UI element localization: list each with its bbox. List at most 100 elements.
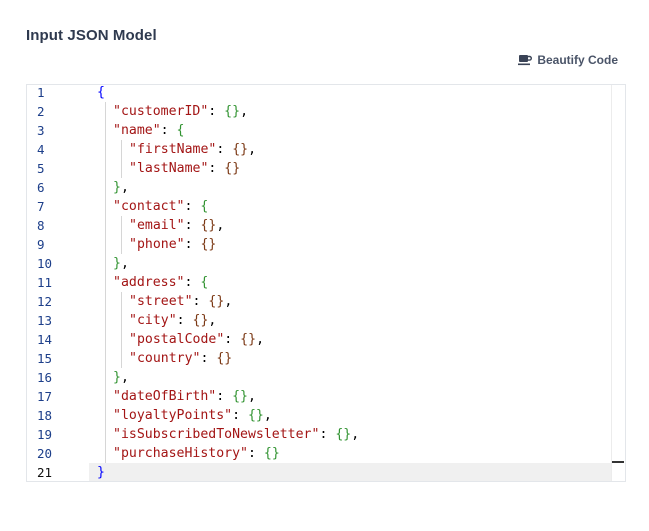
code-line: "contact": { (89, 197, 611, 216)
line-number: 17 (37, 389, 53, 404)
code-token: { (200, 199, 209, 214)
code-token: {} (240, 332, 257, 347)
code-token: , (120, 180, 129, 195)
code-token: { (97, 85, 105, 100)
line-number: 21 (37, 465, 53, 480)
code-line: "isSubscribedToNewsletter": {}, (89, 425, 611, 444)
code-token: : (208, 161, 225, 176)
line-number: 3 (37, 123, 45, 138)
code-token: "address" (113, 275, 185, 290)
code-line: "customerID": {}, (89, 102, 611, 121)
indent-guide (121, 292, 122, 368)
beautify-code-label: Beautify Code (537, 53, 618, 67)
line-number: 10 (37, 256, 53, 271)
code-token: {} (192, 313, 209, 328)
line-number: 12 (37, 294, 53, 309)
line-number: 20 (37, 446, 53, 461)
code-line: "lastName": {} (89, 159, 611, 178)
code-token: {} (200, 218, 217, 233)
code-token: {} (247, 408, 264, 423)
code-token: {} (208, 294, 225, 309)
vertical-scrollbar[interactable] (611, 85, 625, 481)
line-number: 2 (37, 104, 45, 119)
code-token: , (240, 104, 249, 119)
code-token: : (184, 218, 201, 233)
code-token: { (200, 275, 209, 290)
code-token: "postalCode" (129, 332, 225, 347)
beautify-code-button[interactable]: Beautify Code (518, 53, 618, 67)
code-token: "dateOfBirth" (113, 389, 217, 404)
code-token: { (176, 123, 185, 138)
code-token: {} (335, 427, 352, 442)
code-line: "purchaseHistory": {} (89, 444, 611, 463)
line-number: 4 (37, 142, 45, 157)
code-token: , (208, 313, 217, 328)
line-number: 14 (37, 332, 53, 347)
line-number: 9 (37, 237, 45, 252)
code-line: "phone": {} (89, 235, 611, 254)
code-token: : (216, 389, 233, 404)
code-line: "loyaltyPoints": {}, (89, 406, 611, 425)
code-token: "name" (113, 123, 161, 138)
line-number: 13 (37, 313, 53, 328)
code-token: , (351, 427, 360, 442)
code-line: "country": {} (89, 349, 611, 368)
code-token: "customerID" (113, 104, 209, 119)
code-token: : (184, 199, 201, 214)
code-token: "firstName" (129, 142, 217, 157)
code-token: "purchaseHistory" (113, 446, 248, 461)
code-token: "phone" (129, 237, 185, 252)
code-line: }, (89, 254, 611, 273)
line-number: 1 (37, 85, 45, 100)
code-token: , (216, 218, 225, 233)
code-token: , (224, 294, 233, 309)
code-token: {} (232, 142, 249, 157)
line-number: 15 (37, 351, 53, 366)
code-token: "street" (129, 294, 193, 309)
line-number: 19 (37, 427, 53, 442)
code-line: "dateOfBirth": {}, (89, 387, 611, 406)
line-number: 5 (37, 161, 45, 176)
code-token: "lastName" (129, 161, 209, 176)
code-token: "isSubscribedToNewsletter" (113, 427, 320, 442)
code-token: , (248, 389, 256, 404)
code-token: {} (200, 237, 217, 252)
code-token: : (224, 332, 241, 347)
code-token: } (113, 256, 121, 271)
code-line: "street": {}, (89, 292, 611, 311)
code-line: }, (89, 368, 611, 387)
code-token: "contact" (113, 199, 185, 214)
code-token: , (263, 408, 272, 423)
indent-guide (121, 216, 122, 254)
line-number: 18 (37, 408, 53, 423)
line-number: 8 (37, 218, 45, 233)
code-token: "city" (129, 313, 177, 328)
code-line: { (89, 85, 611, 102)
code-token: } (113, 370, 121, 385)
code-token: "country" (129, 351, 201, 366)
code-token: {} (232, 389, 248, 404)
code-line: "firstName": {}, (89, 140, 611, 159)
code-line: "address": { (89, 273, 611, 292)
code-line: "name": { (89, 121, 611, 140)
code-token: : (160, 123, 177, 138)
code-token: "email" (129, 218, 185, 233)
code-token: : (184, 275, 201, 290)
code-line: }, (89, 178, 611, 197)
line-number: 7 (37, 199, 45, 214)
line-number: 11 (37, 275, 53, 290)
coffee-cup-icon (518, 54, 533, 66)
code-token: : (319, 427, 336, 442)
code-token: : (232, 408, 248, 423)
cursor-position-marker (612, 461, 624, 463)
code-token: : (192, 294, 209, 309)
line-number: 16 (37, 370, 53, 385)
code-token: {} (216, 351, 233, 366)
code-token: , (248, 142, 257, 157)
code-token: "loyaltyPoints" (113, 408, 233, 423)
code-token: } (113, 180, 121, 195)
code-token: {} (224, 104, 241, 119)
code-area[interactable]: {"customerID": {},"name": {"firstName": … (89, 85, 611, 481)
